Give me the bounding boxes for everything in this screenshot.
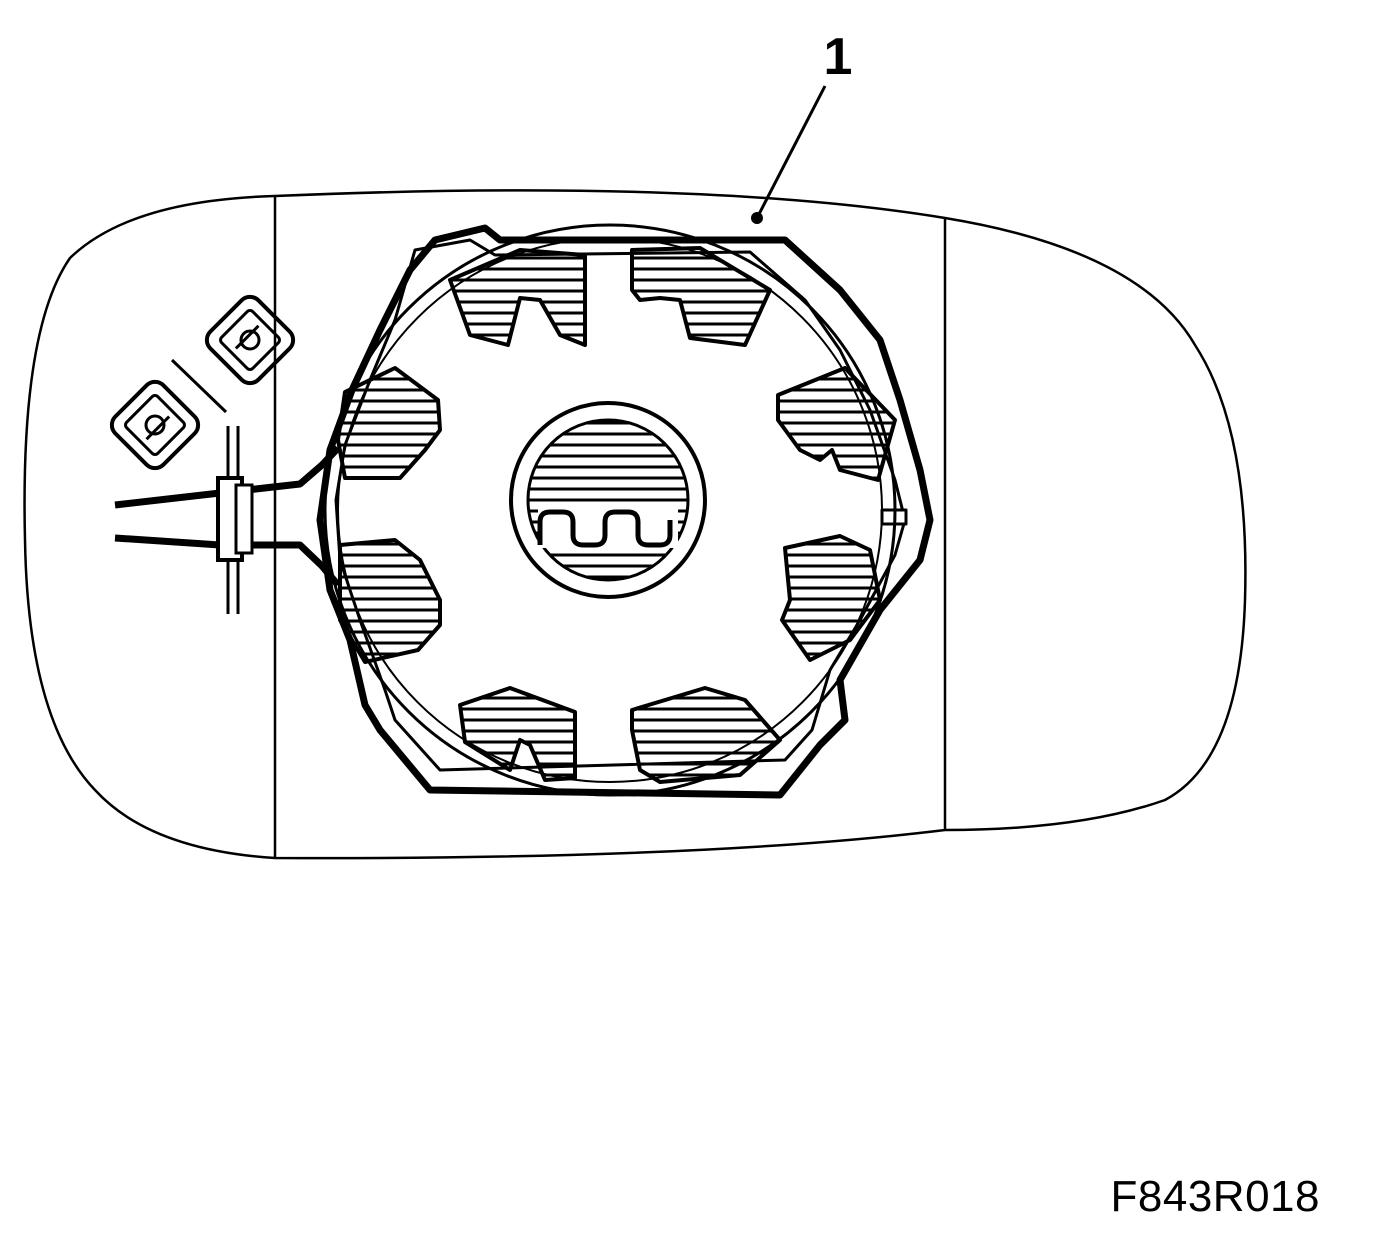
terminal-symbol-lower xyxy=(109,379,201,471)
callout-1: 1 xyxy=(751,28,852,224)
terminal-symbol-upper xyxy=(204,294,296,386)
figure-code: F843R018 xyxy=(1110,1172,1320,1221)
glass-carrier xyxy=(323,223,897,797)
retaining-clips xyxy=(336,246,897,784)
wire-connector xyxy=(114,426,341,614)
callout-label: 1 xyxy=(824,28,853,86)
symbol-markings xyxy=(109,294,296,471)
centre-hub xyxy=(509,401,707,599)
mirror-glass-outline xyxy=(23,189,1247,860)
